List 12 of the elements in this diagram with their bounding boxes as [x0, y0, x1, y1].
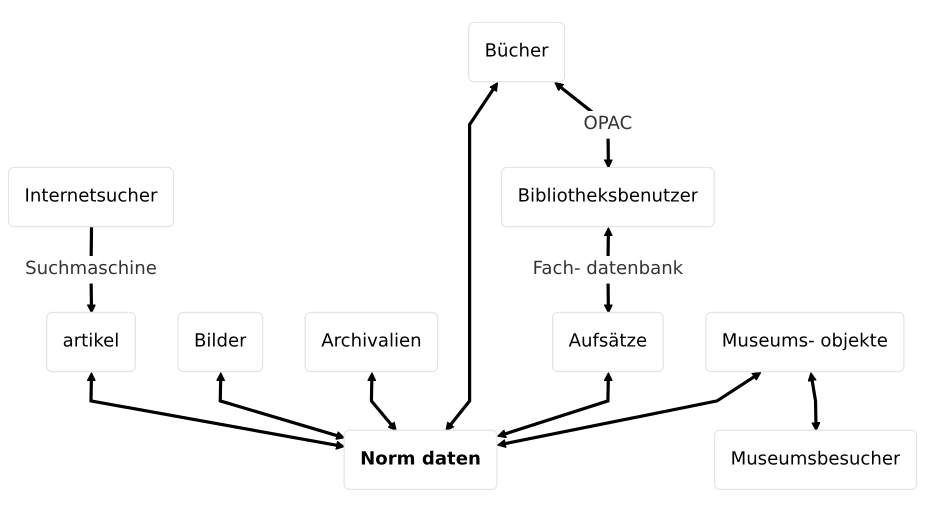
edge-label: Suchmaschine [25, 258, 157, 280]
edge-label: OPAC [584, 113, 632, 134]
node-text: Internetsucher [24, 186, 158, 207]
arrow [497, 372, 613, 438]
edge-label: Fach- datenbank [532, 258, 684, 280]
arrow [497, 372, 762, 448]
arrow [86, 372, 346, 450]
arrow [216, 372, 346, 440]
node-text: Bilder [194, 330, 247, 352]
arrow [367, 372, 397, 432]
arrow [808, 372, 821, 432]
arrow [445, 82, 498, 432]
